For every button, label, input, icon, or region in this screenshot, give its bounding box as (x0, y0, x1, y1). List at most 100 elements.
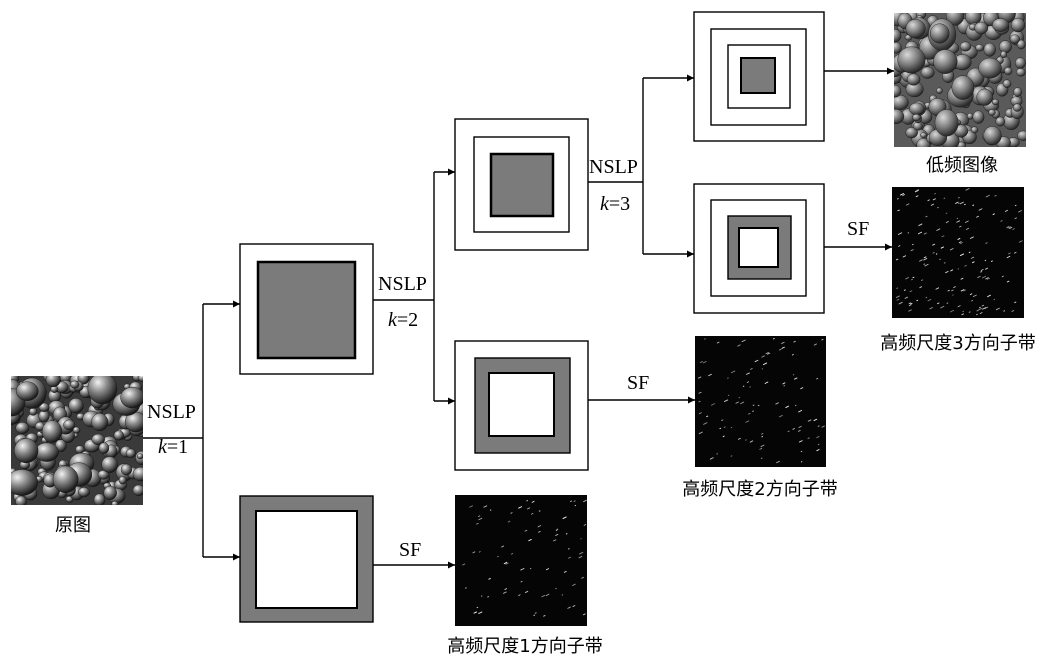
texture-bubble (891, 42, 901, 53)
texture-bubble (70, 381, 79, 389)
texture-bubble (138, 374, 148, 382)
texture-speck (912, 244, 913, 245)
texture-bubble (892, 95, 909, 110)
nslp-level3-label: NSLP (589, 156, 638, 178)
texture-speck (539, 511, 540, 512)
texture-bubble (6, 470, 38, 496)
texture-bubble (121, 464, 132, 475)
texture-speck (958, 269, 959, 270)
texture-bubble (992, 18, 1008, 31)
texture-bubble (1003, 80, 1011, 88)
texture-bubble (133, 467, 149, 481)
texture-speck (727, 378, 728, 379)
texture-speck (944, 263, 945, 264)
texture-speck (818, 444, 819, 445)
texture-speck (728, 395, 729, 396)
texture-bubble (960, 42, 971, 51)
texture-bubble (78, 487, 89, 497)
hf-subband-scale1-image (455, 495, 587, 626)
texture-speck (465, 588, 466, 589)
highpass-box-level1 (240, 496, 373, 622)
original-image (0, 371, 150, 507)
texture-speck (952, 295, 953, 296)
texture-speck (720, 428, 721, 429)
texture-bubble (102, 457, 118, 473)
texture-bubble (890, 85, 901, 97)
texture-speck (739, 397, 740, 398)
texture-bubble (1017, 131, 1029, 141)
hf-subband-scale3-image (892, 187, 1024, 318)
lowfreq-image (886, 4, 1029, 152)
texture-speck (581, 539, 582, 540)
texture-bubble (39, 410, 50, 422)
texture-speck (481, 596, 482, 597)
texture-bubble (967, 113, 973, 119)
texture-speck (801, 462, 802, 463)
texture-bubble (1001, 51, 1007, 58)
sf-label-1: SF (399, 539, 421, 561)
texture-speck (976, 314, 977, 315)
texture-bubble (16, 382, 38, 401)
texture-bubble (1014, 88, 1022, 97)
texture-speck (784, 386, 785, 387)
hf-subband-scale2-image (695, 336, 826, 467)
texture-bubble (992, 99, 999, 105)
nslp-level1-label: NSLP (147, 401, 196, 423)
texture-speck (980, 272, 982, 273)
texture-bubble (1004, 67, 1012, 74)
texture-speck (530, 568, 531, 569)
texture-bubble (63, 420, 75, 430)
texture-bubble (977, 89, 993, 106)
texture-bubble (888, 109, 904, 124)
texture-bubble (898, 47, 926, 73)
texture-bubble (46, 373, 61, 387)
texture-bubble (912, 114, 920, 121)
k3-label: k=3 (600, 193, 630, 215)
texture-speck (897, 199, 898, 200)
texture-speck (575, 505, 576, 506)
texture-speck (487, 597, 489, 598)
texture-speck (761, 458, 762, 459)
texture-bubble (930, 24, 949, 44)
texture-bubble (42, 421, 62, 443)
texture-bubble (88, 373, 117, 404)
texture-speck (936, 254, 937, 255)
texture-speck (908, 233, 909, 234)
hf-subband-scale1-caption: 高频尺度1方向子带 (447, 636, 602, 657)
original-image-caption: 原图 (55, 515, 91, 536)
texture-speck (731, 456, 733, 457)
texture-speck (490, 510, 491, 511)
hf-subband-scale3-caption: 高频尺度3方向子带 (880, 333, 1035, 354)
texture-speck (758, 405, 759, 406)
nslp-level1-connector (143, 304, 240, 557)
lowpass-box-level2 (455, 119, 588, 250)
texture-speck (717, 454, 718, 455)
texture-speck (562, 595, 563, 596)
texture-speck (557, 529, 558, 530)
texture-speck (957, 218, 958, 219)
texture-bubble (133, 485, 145, 496)
texture-bubble (121, 387, 145, 408)
texture-bubble (976, 44, 984, 51)
texture-bubble (921, 67, 934, 79)
texture-bubble (91, 413, 108, 431)
texture-speck (969, 252, 970, 253)
texture-speck (704, 339, 705, 340)
texture-bubble (975, 22, 988, 34)
texture-bubble (906, 19, 926, 38)
texture-speck (940, 259, 941, 260)
texture-speck (958, 197, 959, 198)
texture-speck (795, 405, 796, 406)
texture-speck (947, 303, 948, 304)
texture-bubble (1013, 104, 1021, 112)
texture-speck (477, 607, 478, 608)
texture-bubble (973, 111, 984, 124)
texture-speck (534, 615, 535, 616)
nslp-level2-label: NSLP (378, 273, 427, 295)
texture-bubble (979, 58, 1002, 78)
k1-label: k=1 (158, 436, 188, 458)
texture-speck (731, 427, 732, 428)
texture-speck (946, 213, 948, 214)
texture-speck (985, 260, 986, 261)
